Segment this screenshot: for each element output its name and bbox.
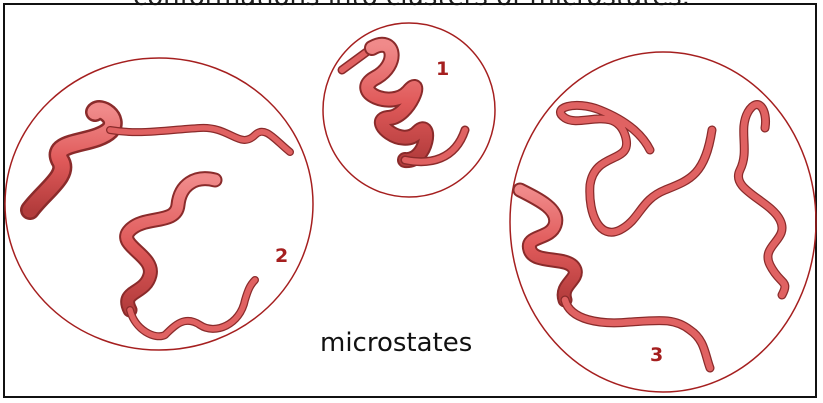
cluster-2-outline [5, 58, 313, 350]
cluster-1-number: 1 [436, 58, 449, 80]
cluster-2-protein-a [30, 110, 290, 210]
cluster-2-protein-b [127, 179, 255, 337]
cluster-2-number: 2 [275, 245, 288, 267]
microstates-label: microstates [320, 328, 472, 358]
cluster-3-number: 3 [650, 344, 663, 366]
cluster-3-protein-a [560, 105, 712, 232]
cluster-3-protein-c [520, 190, 710, 368]
cluster-3-protein-b [738, 105, 784, 295]
